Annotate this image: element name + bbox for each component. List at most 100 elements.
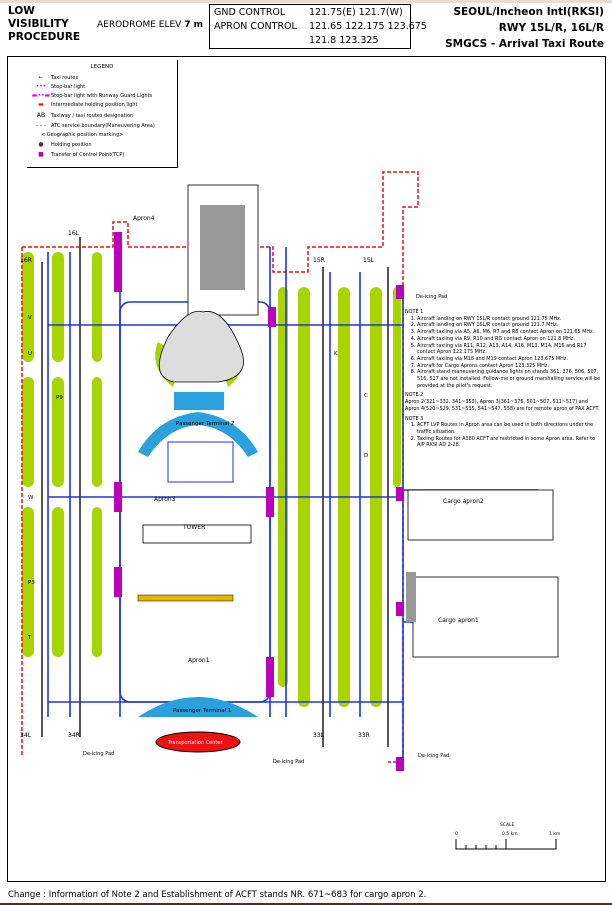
tcp-icon: ■ bbox=[38, 151, 44, 158]
legend-item: ▬••▬Stop-bar light with Runway Guard Lig… bbox=[31, 92, 152, 99]
deicing-pad-label: De-icing Pad bbox=[273, 759, 304, 765]
legend-item: ← Taxi routes bbox=[31, 74, 78, 81]
legend-label: Taxiway / taxi routes designation bbox=[51, 112, 134, 119]
tower-label: TOWER bbox=[182, 524, 205, 531]
legend-label: Stop-bar light with Runway Guard Lights bbox=[51, 92, 153, 99]
note-item: Taxiing Routes for A380 ACFT are restric… bbox=[417, 436, 601, 449]
gnd-control-frequencies: 121.75(E) 121.7(W) bbox=[309, 7, 403, 18]
legend-label: Intermediate holding position light bbox=[51, 101, 138, 108]
runway-labels: 16L 16R 15R 15L 34L 34R 33L 33R bbox=[20, 230, 375, 739]
chart-title: SEOUL/Incheon Intl(RKSI) RWY 15L/R, 16L/… bbox=[445, 4, 604, 52]
procedure-line: LOW bbox=[8, 5, 35, 17]
taxiway-label: V bbox=[28, 315, 32, 321]
legend-label: Holding position bbox=[51, 141, 92, 148]
legend-label: Taxi routes bbox=[51, 74, 79, 81]
bottom-border bbox=[0, 903, 612, 905]
note-item: Aircraft taxiing via R11, R12, A13, A14,… bbox=[417, 343, 601, 356]
rwy-34l-label: 34L bbox=[20, 732, 32, 739]
legend-title: LEGEND bbox=[90, 64, 114, 70]
terminal1-label: Passenger Terminal 1 bbox=[173, 708, 231, 714]
change-note: Change : Information of Note 2 and Estab… bbox=[8, 890, 427, 900]
legend-item: < Geographic position marking> bbox=[41, 132, 123, 138]
scale-tick-label: 1 km bbox=[549, 832, 561, 837]
rwy-33r-label: 33R bbox=[358, 732, 370, 739]
legend-item: - - - ATC service boundary(Maneuvering Ar… bbox=[31, 122, 155, 129]
taxiway-label: C bbox=[364, 393, 368, 399]
taxiway-labels: V U P9 W P3 T K C D bbox=[27, 315, 368, 641]
apron-control-frequencies-2: 121.8 123.325 bbox=[309, 35, 379, 46]
note-item: Aircraft taxiing via R9, R10 and RG cont… bbox=[417, 336, 601, 343]
area-labels: Apron4 Apron3 Apron1 Passenger Terminal … bbox=[83, 215, 484, 765]
buildings bbox=[137, 184, 559, 753]
chart-frame bbox=[7, 56, 606, 882]
apron-control-label: APRON CONTROL bbox=[214, 21, 297, 32]
grass-areas bbox=[22, 252, 401, 707]
holding-light-icon: ▬ bbox=[38, 101, 44, 108]
chart-type: SMGCS - Arrival Taxi Route bbox=[445, 38, 604, 50]
note-item: Aircraft stand maneuvering guidance ligh… bbox=[417, 369, 601, 389]
deicing-pad-label: De-icing Pad bbox=[83, 751, 114, 757]
stop-bar-guard-icon: ▬••▬ bbox=[31, 92, 51, 99]
procedure-line: VISIBILITY bbox=[8, 18, 69, 30]
note2-title: NOTE 2 bbox=[405, 392, 424, 399]
scale-tick-label: 0 bbox=[455, 832, 458, 837]
note-item: Aircraft taxiing via A5, A6, M6, R7 and … bbox=[417, 329, 601, 336]
note3-title: NOTE 3 bbox=[405, 415, 424, 422]
boundary-line-icon: - - - bbox=[35, 122, 47, 129]
scale-title: SCALE bbox=[500, 823, 515, 828]
note3-list: ACFT LVP Routes in Apron area can be use… bbox=[405, 422, 601, 449]
taxiway-label: D bbox=[364, 453, 368, 459]
gnd-control-label: GND CONTROL bbox=[214, 7, 286, 18]
note-item: Aircraft landing on RWY 16L/R contact gr… bbox=[417, 322, 601, 329]
aerodrome-map: 16L 16R 15R 15L 34L 34R 33L 33R V U P9 W… bbox=[20, 171, 559, 771]
deicing-pad-label: De-icing Pad bbox=[418, 753, 449, 759]
atc-boundary bbox=[22, 171, 419, 763]
note-item: Aircraft for Cargo Aprons contact Apron … bbox=[417, 363, 601, 370]
taxiway-label: P3 bbox=[28, 580, 35, 586]
procedure-line: PROCEDURE bbox=[8, 31, 81, 43]
top-border bbox=[0, 0, 612, 3]
terminal2-label: Passenger Terminal 2 bbox=[176, 421, 234, 427]
scale-tick-label: 0.5 km bbox=[502, 832, 518, 837]
taxiway-label: W bbox=[28, 495, 34, 501]
legend: LEGEND ←Taxi routes •••Stop-bar light ▬•… bbox=[27, 60, 178, 168]
frequency-box: GND CONTROL 121.75(E) 121.7(W) APRON CON… bbox=[209, 4, 427, 49]
note1-title: NOTE 1 bbox=[405, 309, 424, 315]
runways bbox=[41, 237, 389, 747]
apron3-label: Apron3 bbox=[154, 496, 176, 503]
airport-name: SEOUL/Incheon Intl(RKSI) bbox=[453, 6, 604, 18]
holding-position-icon: ● bbox=[38, 141, 44, 148]
scale-ruler bbox=[455, 839, 557, 850]
apron-control-frequencies: 121.65 122.175 123.675 bbox=[309, 21, 427, 32]
rwy-33l-label: 33L bbox=[313, 732, 325, 739]
note1-list: Aircraft landing on RWY 15L/R contact gr… bbox=[405, 316, 601, 390]
legend-label: Stop-bar light bbox=[51, 83, 86, 90]
apron1-label: Apron1 bbox=[188, 657, 210, 664]
tcp-markers bbox=[114, 232, 404, 771]
rwy-15l-label: 15L bbox=[363, 257, 375, 264]
transportation-center-label: Transportation Center bbox=[167, 740, 223, 746]
taxiway-label: K bbox=[334, 351, 338, 357]
stop-bar-icon: ••• bbox=[35, 83, 47, 90]
taxiway-label: P9 bbox=[56, 395, 63, 401]
legend-item: ••• Stop-bar light bbox=[31, 83, 85, 90]
concourse bbox=[159, 310, 244, 383]
rwy-16l-label: 16L bbox=[68, 230, 80, 237]
arrow-left-icon: ← bbox=[38, 74, 44, 81]
taxiway-label: U bbox=[28, 351, 32, 357]
note-item: ACFT LVP Routes in Apron area can be use… bbox=[417, 422, 601, 435]
rwy-34r-label: 34R bbox=[68, 732, 80, 739]
legend-item: ▬ Intermediate holding position light bbox=[31, 101, 137, 108]
elevation-label: AERODROME ELEV bbox=[97, 20, 182, 30]
deicing-pad-label: De-icing Pad bbox=[416, 294, 447, 300]
legend-item: ● Holding position bbox=[31, 141, 92, 148]
notes: NOTE 1 Aircraft landing on RWY 15L/R con… bbox=[405, 309, 601, 450]
rwy-15r-label: 15R bbox=[313, 257, 325, 264]
legend-label: ATC service boundary(Maneuvering Area) bbox=[51, 122, 155, 129]
apron4-label: Apron4 bbox=[133, 215, 155, 222]
cargo-apron2-label: Cargo apron2 bbox=[443, 498, 484, 505]
rwy-16r-label: 16R bbox=[20, 257, 32, 264]
legend-label: Transfer of Control Point(TCP) bbox=[51, 151, 125, 158]
note-item: Aircraft landing on RWY 15L/R contact gr… bbox=[417, 316, 601, 323]
